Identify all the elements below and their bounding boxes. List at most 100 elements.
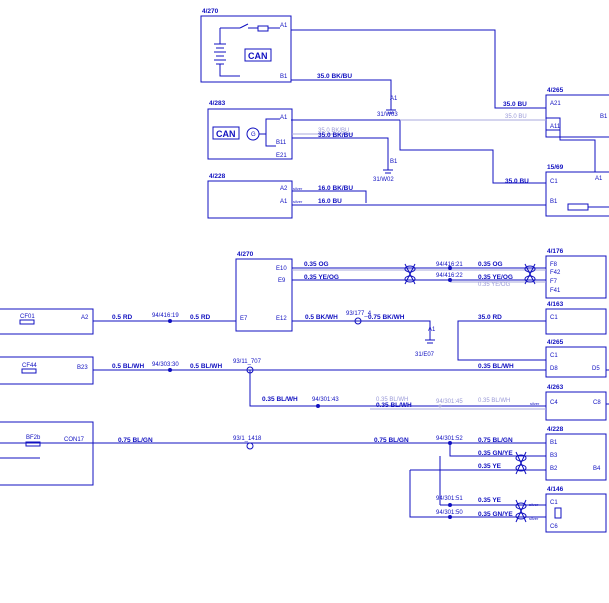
component-15-69: 15/69 C1 B1 A1 bbox=[545, 164, 609, 217]
wire-label: 0.35 YE bbox=[478, 463, 502, 470]
tag-label: silver bbox=[293, 199, 303, 204]
splice-label: 94/301:51 bbox=[436, 496, 463, 502]
pin-label: B1 bbox=[280, 74, 288, 80]
switch-icon bbox=[214, 23, 280, 77]
pin-label: B3 bbox=[550, 453, 558, 459]
pin-label: A2 bbox=[280, 186, 288, 192]
pin-label: C1 bbox=[550, 353, 558, 359]
ground-ref: 31/W02 bbox=[373, 177, 394, 183]
wire-label: 35.0 BK/BU bbox=[318, 128, 349, 134]
pin-label: D5 bbox=[592, 366, 600, 372]
component-4-283: 4/283 A1 B11 E21 CAN G bbox=[207, 100, 293, 160]
component-ref: CF44 bbox=[22, 363, 37, 369]
wire-label: 0.35 BL/WH bbox=[262, 396, 298, 403]
pin-label: E7 bbox=[240, 316, 248, 322]
wire-label: 0.75 BL/GN bbox=[374, 437, 409, 444]
component-ref: CF01 bbox=[20, 314, 35, 320]
component-4-270-top: 4/270 A1 B1 CAN bbox=[200, 8, 292, 83]
component-id: 4/163 bbox=[547, 301, 564, 308]
wire-label: 0.5 RD bbox=[112, 314, 133, 321]
twist-marker bbox=[515, 451, 527, 523]
component-id: 4/263 bbox=[547, 384, 564, 391]
wire-label: 0.35 BL/WH bbox=[478, 398, 510, 404]
pin-label: C4 bbox=[550, 400, 558, 406]
splice-label: 94/301:45 bbox=[436, 399, 463, 405]
pin-label: B4 bbox=[593, 466, 601, 472]
component-id: 4/176 bbox=[547, 248, 564, 255]
pin-label: C1 bbox=[550, 500, 558, 506]
component-id: 4/265 bbox=[547, 87, 564, 94]
wire-label: 35.0 BU bbox=[503, 101, 527, 108]
top-wires bbox=[291, 29, 609, 208]
component-4-265-mid: 4/265 C1 D8 D5 bbox=[545, 339, 607, 378]
pin-label: A1 bbox=[280, 199, 288, 205]
component-id: 4/146 bbox=[547, 486, 564, 493]
generator-label: G bbox=[251, 132, 256, 138]
ground-pin: A1 bbox=[428, 327, 436, 333]
pin-label: F41 bbox=[550, 288, 561, 294]
pin-label: B2 bbox=[550, 466, 558, 472]
component-4-176: 4/176 F8 F42 F7 F41 bbox=[545, 248, 607, 299]
can-label: CAN bbox=[216, 129, 236, 139]
tag-label: silver bbox=[529, 516, 539, 521]
pin-label: C1 bbox=[550, 179, 558, 185]
pin-label: D8 bbox=[550, 366, 558, 372]
wire-label: 0.35 BL/WH bbox=[376, 402, 412, 409]
bottom-wires bbox=[93, 263, 609, 523]
component-4-163: 4/163 C1 bbox=[545, 301, 607, 335]
component-id: 4/270 bbox=[237, 251, 254, 258]
wire-label: 0.75 BL/GN bbox=[478, 437, 513, 444]
pin-label: E21 bbox=[276, 153, 287, 159]
wire-label: 35.0 RD bbox=[478, 314, 502, 321]
pin-label: A1 bbox=[595, 176, 603, 182]
pin-label: A1 bbox=[280, 115, 288, 121]
pin-label: C1 bbox=[550, 315, 558, 321]
splice-label: 93/11_707 bbox=[233, 359, 262, 365]
pin-label: E9 bbox=[278, 278, 286, 284]
splice-label: 93/1_1418 bbox=[233, 436, 262, 442]
twist-marker bbox=[404, 263, 536, 285]
component-id: 4/270 bbox=[202, 8, 219, 15]
component-id: 15/69 bbox=[547, 164, 564, 171]
wire-label: 0.35 BL/WH bbox=[376, 397, 408, 403]
pin-label: A2 bbox=[81, 315, 89, 321]
wire-label: 35.0 BU bbox=[505, 114, 527, 120]
pin-label: B1 bbox=[600, 114, 608, 120]
splice-label: 94/301:50 bbox=[436, 510, 463, 516]
wire-label: 0.35 YE/OG bbox=[478, 282, 511, 288]
wire-label: 0.35 YE bbox=[478, 497, 502, 504]
can-label: CAN bbox=[248, 51, 268, 61]
component-4-228-bottom: 4/228 B1 B3 B2 B4 bbox=[545, 426, 607, 481]
wire-label: 0.35 GN/YE bbox=[478, 450, 513, 457]
bottom-wire-labels: 0.35 OG 0.35 YE/OG 0.35 OG 0.35 YE/OG 0.… bbox=[112, 261, 514, 518]
wire-label: 35.0 BK/BU bbox=[318, 132, 353, 139]
wire-label: 16.0 BK/BU bbox=[318, 185, 353, 192]
component-4-265-top: 4/265 A21 A11 B1 bbox=[545, 87, 609, 138]
pin-label: B23 bbox=[77, 365, 88, 371]
pin-label: E12 bbox=[276, 316, 287, 322]
splice-label: 94/416:22 bbox=[436, 273, 463, 279]
pin-label: A21 bbox=[550, 101, 561, 107]
splice-label: 93/177_4 bbox=[346, 311, 372, 317]
ground-pin: B1 bbox=[390, 159, 398, 165]
pin-label: A11 bbox=[550, 124, 561, 130]
wire-label: 0.75 BL/GN bbox=[118, 437, 153, 444]
wire-label: 0.5 BK/WH bbox=[305, 314, 338, 321]
wire-label: 0.35 OG bbox=[304, 261, 329, 268]
pin-label: E10 bbox=[276, 266, 287, 272]
splice-label: 94/303:30 bbox=[152, 362, 179, 368]
pin-label: A1 bbox=[280, 23, 288, 29]
component-4-263: 4/263 C4 C8 silver bbox=[530, 384, 607, 421]
wire-label: 0.5 BL/WH bbox=[112, 363, 144, 370]
component-id: 4/228 bbox=[209, 173, 226, 180]
wire-label: 35.0 BK/BU bbox=[317, 73, 352, 80]
pin-label: F7 bbox=[550, 279, 558, 285]
wire-label: 0.35 GN/YE bbox=[478, 511, 513, 518]
pin-label: B1 bbox=[550, 199, 558, 205]
wire-label: 0.5 RD bbox=[190, 314, 211, 321]
tag-label: silver bbox=[530, 401, 540, 406]
pin-label: C6 bbox=[550, 524, 558, 530]
component-id: 4/283 bbox=[209, 100, 226, 107]
ground-ref: 31/E07 bbox=[415, 352, 435, 358]
